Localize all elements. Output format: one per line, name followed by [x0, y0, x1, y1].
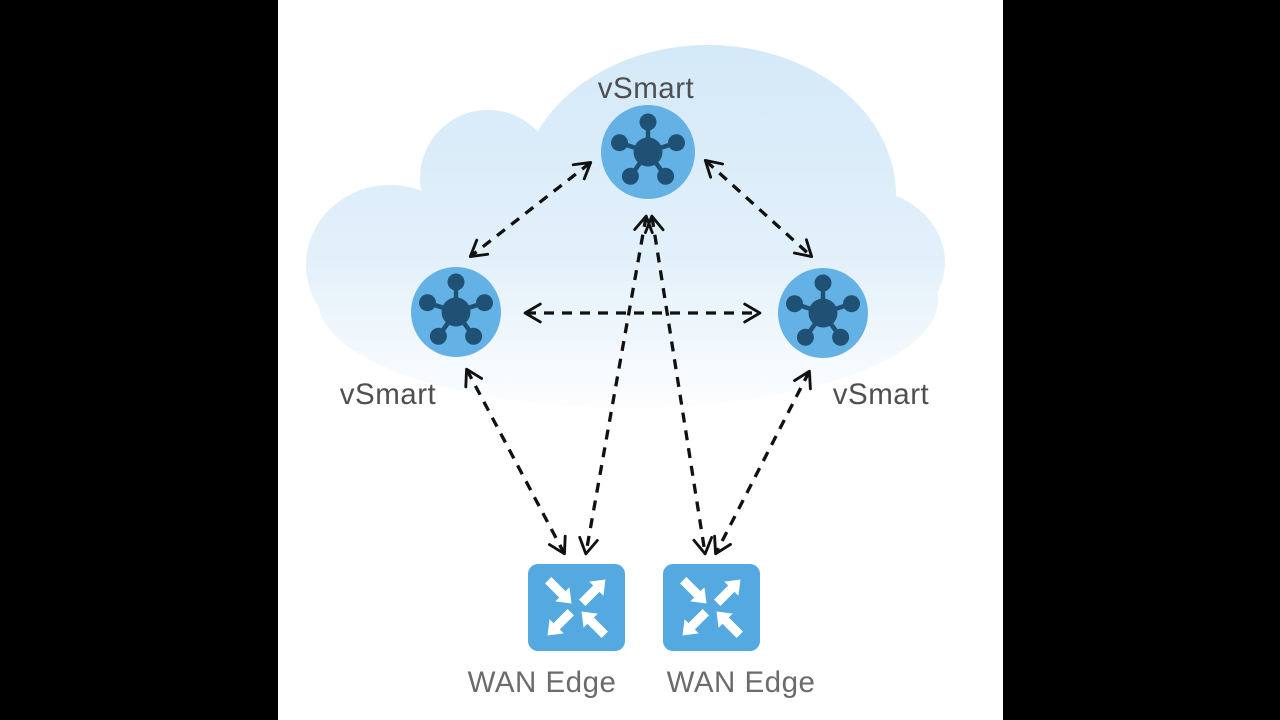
link-wan-edge-2-vsmart-right [713, 369, 812, 556]
link-vsmart-top-vsmart-left [468, 161, 593, 258]
topology-diagram: vSmart vSmart vSmart WAN Edge [306, 45, 945, 699]
link-wan-edge-1-vsmart-top [578, 214, 654, 556]
vsmart-right-node: vSmart [778, 268, 929, 411]
link-vsmart-top-vsmart-right [703, 158, 814, 259]
letterbox-left [0, 0, 278, 720]
wan-edge-1-node: WAN Edge [468, 564, 625, 699]
wan-edge-2-label: WAN Edge [667, 666, 816, 699]
router-icon [528, 564, 625, 651]
vsmart-left-label: vSmart [340, 378, 436, 411]
router-icon [663, 564, 760, 651]
wan-edge-1-label: WAN Edge [468, 666, 617, 699]
vsmart-top-node: vSmart [598, 72, 695, 199]
vsmart-top-label: vSmart [598, 72, 694, 105]
links [464, 158, 814, 556]
wan-edge-2-node: WAN Edge [663, 564, 815, 699]
link-wan-edge-2-vsmart-top [643, 214, 714, 556]
letterbox-right [1003, 0, 1280, 720]
vsmart-left-node: vSmart [340, 267, 501, 411]
diagram-canvas: vSmart vSmart vSmart WAN Edge [278, 0, 1003, 720]
vsmart-right-label: vSmart [833, 378, 929, 411]
